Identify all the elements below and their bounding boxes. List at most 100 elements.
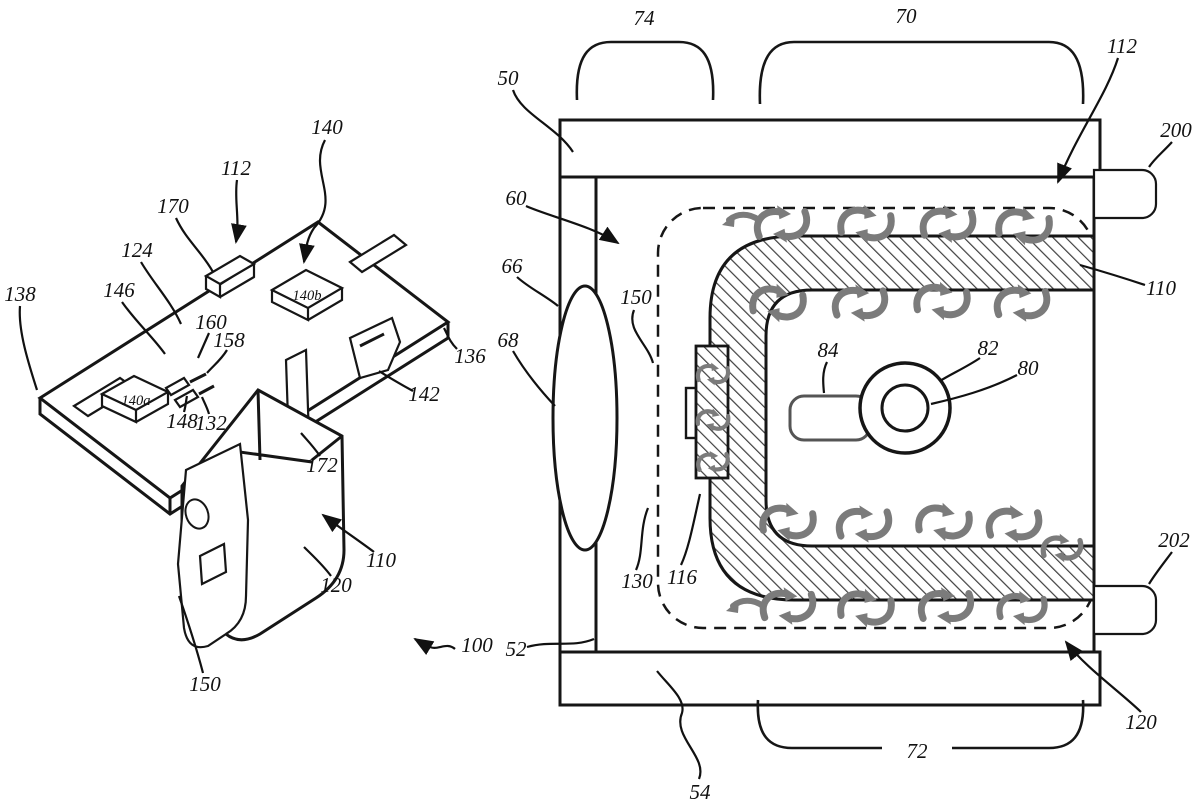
ref-label-72: 72 bbox=[907, 739, 929, 763]
leader-124 bbox=[140, 261, 182, 325]
ref-label-140b: 140b bbox=[293, 288, 322, 304]
leader-140 bbox=[299, 139, 327, 264]
leader-80 bbox=[930, 374, 1018, 406]
ref-label-110: 110 bbox=[366, 548, 396, 572]
leader-100 bbox=[413, 637, 456, 655]
top-plate bbox=[558, 118, 1102, 179]
ref-label-124: 124 bbox=[121, 238, 153, 262]
ref-label-68: 68 bbox=[498, 328, 520, 352]
brace-70 bbox=[758, 40, 1085, 105]
turbulence-swirl-icon bbox=[837, 503, 890, 545]
ref-label-84: 84 bbox=[818, 338, 840, 362]
ref-label-170: 170 bbox=[157, 194, 189, 218]
leader-110 bbox=[321, 513, 375, 553]
ref-label-52: 52 bbox=[506, 637, 528, 661]
brace-72 bbox=[756, 699, 1085, 750]
bottom-clip-slot bbox=[198, 542, 228, 586]
ref-label-130: 130 bbox=[621, 569, 653, 593]
mounting-plate-thickness bbox=[38, 322, 450, 516]
ref-label-132: 132 bbox=[195, 411, 227, 435]
ref-label-120: 120 bbox=[320, 573, 352, 597]
leader-200 bbox=[1148, 141, 1173, 168]
ref-label-140: 140 bbox=[311, 115, 343, 139]
leader-146 bbox=[121, 301, 166, 355]
upper-right-tab bbox=[1092, 168, 1158, 220]
leader-82 bbox=[939, 357, 981, 382]
bottom-plate bbox=[558, 650, 1102, 707]
inlet-ellipse bbox=[551, 284, 619, 552]
ref-label-140a: 140a bbox=[122, 393, 151, 409]
port-inner-circle bbox=[880, 383, 930, 433]
leader-158 bbox=[206, 349, 228, 374]
ref-label-200: 200 bbox=[1160, 118, 1192, 142]
ref-label-50: 50 bbox=[498, 66, 520, 90]
ref-label-112: 112 bbox=[1107, 34, 1137, 58]
leader-120 bbox=[1064, 640, 1142, 713]
ref-label-110: 110 bbox=[1146, 276, 1176, 300]
ref-label-158: 158 bbox=[213, 328, 245, 352]
bottom-clip bbox=[176, 442, 250, 649]
ref-label-142: 142 bbox=[408, 382, 440, 406]
leader-172 bbox=[300, 432, 321, 457]
figure-1-perspective-view: 138 140 112 170 124 146 160 158 148 132 … bbox=[4, 115, 493, 696]
plate-slot-right bbox=[348, 233, 408, 274]
brace-74 bbox=[575, 40, 715, 101]
leader-112 bbox=[1056, 57, 1120, 184]
leader-132 bbox=[200, 396, 211, 415]
leader-202 bbox=[1148, 551, 1173, 585]
ref-label-146: 146 bbox=[103, 278, 135, 302]
ref-label-150: 150 bbox=[620, 285, 652, 309]
component-box-140b bbox=[269, 268, 345, 322]
flow-arrow-icon bbox=[722, 214, 759, 227]
terminal-pins bbox=[164, 376, 200, 409]
ref-label-54: 54 bbox=[690, 780, 712, 804]
leader-150 bbox=[631, 309, 655, 364]
leader-136 bbox=[443, 327, 458, 350]
leader-112 bbox=[231, 179, 247, 244]
ref-label-150: 150 bbox=[189, 672, 221, 696]
ref-label-138: 138 bbox=[4, 282, 36, 306]
ref-label-120: 120 bbox=[1125, 710, 1157, 734]
leader-110 bbox=[1079, 263, 1146, 287]
ref-label-112: 112 bbox=[221, 156, 251, 180]
leader-148 bbox=[182, 395, 189, 413]
terminal-pin-leads bbox=[189, 372, 215, 396]
ref-label-60: 60 bbox=[506, 186, 528, 210]
figure-2-cross-section: 74 70 112 200 50 60 66 68 150 84 82 80 1… bbox=[498, 4, 1193, 804]
leader-68 bbox=[512, 350, 556, 407]
ref-label-82: 82 bbox=[978, 336, 1000, 360]
ref-label-160: 160 bbox=[195, 310, 227, 334]
flow-arrow-icon bbox=[726, 600, 763, 613]
right-clip-detail-line bbox=[359, 332, 385, 348]
leader-142 bbox=[378, 370, 414, 392]
leader-170 bbox=[174, 217, 214, 273]
turbulence-swirl-icon bbox=[988, 504, 1040, 545]
ref-label-172: 172 bbox=[306, 453, 338, 477]
ref-label-80: 80 bbox=[1018, 356, 1040, 380]
leader-54 bbox=[656, 670, 702, 780]
leader-138 bbox=[18, 305, 39, 391]
sensor-body bbox=[788, 394, 872, 442]
leader-66 bbox=[516, 276, 559, 307]
turbulence-swirl-icon bbox=[917, 501, 970, 543]
leader-84 bbox=[822, 361, 828, 394]
lower-right-tab bbox=[1092, 584, 1158, 636]
insert-tab bbox=[684, 386, 698, 440]
ref-label-66: 66 bbox=[502, 254, 524, 278]
component-box-140a bbox=[99, 374, 171, 424]
ref-label-70: 70 bbox=[896, 4, 918, 28]
leader-130 bbox=[634, 507, 650, 571]
leader-150 bbox=[177, 595, 205, 674]
hatched-flow-channel bbox=[708, 234, 1096, 602]
ref-label-116: 116 bbox=[667, 565, 697, 589]
leader-52 bbox=[526, 637, 595, 649]
ref-label-148: 148 bbox=[166, 409, 198, 433]
leader-120 bbox=[303, 546, 332, 577]
leader-50 bbox=[511, 89, 574, 153]
leader-60 bbox=[525, 204, 620, 245]
ref-label-136: 136 bbox=[454, 344, 486, 368]
plate-raised-tab bbox=[203, 254, 257, 299]
leader-160 bbox=[196, 332, 211, 359]
